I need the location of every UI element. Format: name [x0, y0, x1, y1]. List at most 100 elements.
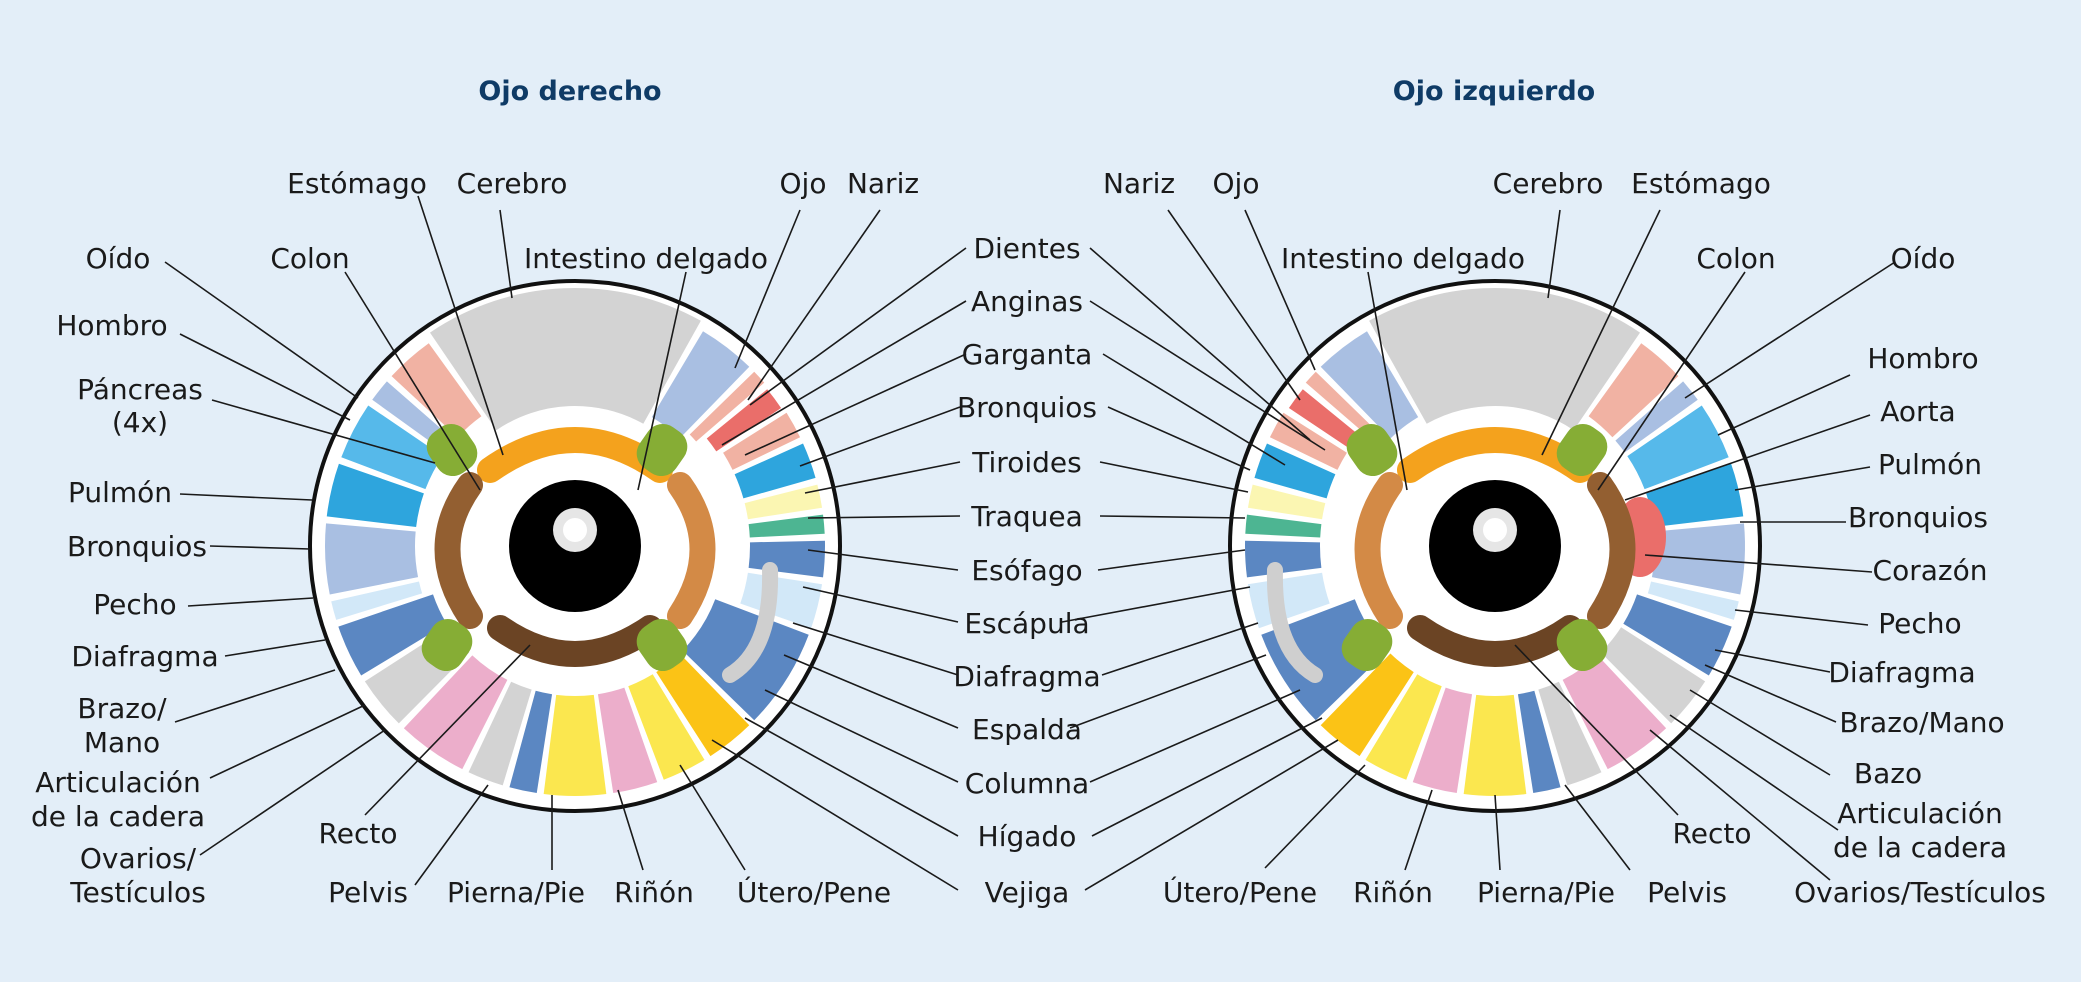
zone-vejiga — [1365, 674, 1442, 780]
rectum-arc — [487, 615, 663, 667]
zone-bronquios — [1646, 463, 1744, 528]
label-pelvis: Pelvis — [328, 876, 408, 909]
label-de-la-cadera: de la cadera — [1833, 831, 2007, 864]
zone-rinon — [543, 694, 607, 796]
label-espalda: Espalda — [972, 713, 1082, 746]
zone-diafragma — [740, 572, 823, 629]
spine-band — [722, 562, 779, 683]
zone-dientes — [1288, 389, 1364, 452]
label-oido: Oído — [1891, 242, 1956, 275]
label-hombro: Hombro — [56, 309, 167, 342]
zone-rinon — [1463, 694, 1527, 796]
center-labels: Dientes Anginas Garganta Bronquios Tiroi… — [953, 232, 1100, 909]
label-pancreas: Páncreas — [77, 373, 203, 406]
label-colon: Colon — [1696, 242, 1775, 275]
label-recto: Recto — [1673, 817, 1752, 850]
zone-pulmon — [341, 405, 443, 490]
label-pecho: Pecho — [1878, 607, 1961, 640]
label-pancreas-count: (4x) — [112, 406, 168, 439]
pupil-highlight-core — [563, 518, 587, 542]
label-aorta: Aorta — [1880, 395, 1955, 428]
zone-pecho — [325, 523, 419, 595]
zone-brazo — [338, 594, 447, 676]
title-right-eye: Ojo derecho — [478, 76, 661, 107]
inner-ring — [421, 423, 716, 672]
label-corazon: Corazón — [1873, 554, 1988, 587]
zone-tiroides — [1247, 484, 1326, 520]
label-articulacion: Articulación — [35, 766, 201, 799]
zone-garganta — [1254, 443, 1336, 499]
pancreas-spots — [1341, 423, 1608, 672]
zone-pierna — [1517, 690, 1561, 794]
label-esofago: Esófago — [971, 554, 1082, 587]
label-intestino-delgado: Intestino delgado — [1281, 242, 1525, 275]
label-brazo-mano: Brazo/Mano — [1839, 706, 2004, 739]
zone-pelvis — [468, 681, 532, 786]
zone-higado — [1320, 653, 1414, 757]
zone-ojo — [651, 331, 750, 439]
zone-higado — [656, 653, 750, 757]
title-left-eye: Ojo izquierdo — [1393, 76, 1595, 107]
label-hombro: Hombro — [1867, 342, 1978, 375]
zone-utero — [597, 687, 658, 794]
label-nariz: Nariz — [1103, 167, 1175, 200]
label-bronquios: Bronquios — [1848, 501, 1988, 534]
right-eye-zones — [325, 288, 826, 796]
zone-diafragma-l — [331, 581, 423, 620]
label-tiroides: Tiroides — [971, 446, 1081, 479]
zone-ovarios — [1562, 655, 1667, 770]
rectum-arc — [1407, 615, 1583, 667]
label-rinon: Riñón — [614, 876, 694, 909]
zone-cerebro — [429, 288, 701, 431]
zone-oido — [391, 343, 482, 438]
inner-ring — [1341, 423, 1636, 672]
right-eye-diagram — [308, 279, 842, 813]
zone-nariz — [689, 371, 765, 442]
label-estomago: Estómago — [287, 167, 427, 200]
label-mano: Mano — [84, 726, 160, 759]
zone-escapula — [1245, 540, 1322, 578]
zone-articulacion — [1600, 627, 1706, 724]
label-ojo: Ojo — [1213, 167, 1260, 200]
zone-brazo — [1623, 594, 1732, 676]
label-recto: Recto — [319, 817, 398, 850]
label-oido: Oído — [86, 242, 151, 275]
left-eye-diagram — [1228, 279, 1762, 813]
label-ovarios: Ovarios/ — [80, 842, 197, 875]
colon-arc-right — [1587, 472, 1636, 629]
zone-garganta — [734, 443, 816, 499]
zone-oido — [1588, 343, 1679, 438]
label-pelvis: Pelvis — [1647, 876, 1727, 909]
label-utero-pene: Útero/Pene — [737, 875, 891, 909]
label-pulmon: Pulmón — [68, 476, 172, 509]
zone-anginas — [723, 412, 801, 470]
label-ovarios-testiculos: Ovarios/Testículos — [1794, 876, 2046, 909]
label-garganta: Garganta — [962, 338, 1093, 371]
leader-lines — [164, 195, 1896, 891]
label-pecho: Pecho — [93, 588, 176, 621]
label-traquea: Traquea — [970, 500, 1083, 533]
zone-pierna — [509, 690, 553, 794]
zone-esofago — [1245, 514, 1322, 538]
zone-bronquios — [326, 463, 424, 528]
label-columna: Columna — [965, 767, 1089, 800]
label-articulacion: Articulación — [1837, 797, 2003, 830]
label-pierna-pie: Pierna/Pie — [1477, 876, 1615, 909]
label-escapula: Escápula — [964, 607, 1089, 640]
zone-tiroides — [744, 484, 823, 520]
label-pulmon: Pulmón — [1878, 448, 1982, 481]
spine-band — [1266, 562, 1323, 683]
label-ojo: Ojo — [780, 167, 827, 200]
label-cerebro: Cerebro — [457, 167, 568, 200]
zone-dientes — [706, 389, 782, 452]
zone-nariz — [1305, 371, 1381, 442]
label-colon: Colon — [270, 242, 349, 275]
label-cerebro: Cerebro — [1493, 167, 1604, 200]
zone-cerebro — [1369, 288, 1641, 431]
label-diafragma-center: Diafragma — [953, 660, 1100, 693]
label-brazo: Brazo/ — [77, 692, 167, 725]
right-eye-labels: Estómago Cerebro Ojo Nariz Oído Colon In… — [31, 167, 919, 909]
pupil-highlight-core — [1483, 518, 1507, 542]
label-rinon: Riñón — [1353, 876, 1433, 909]
